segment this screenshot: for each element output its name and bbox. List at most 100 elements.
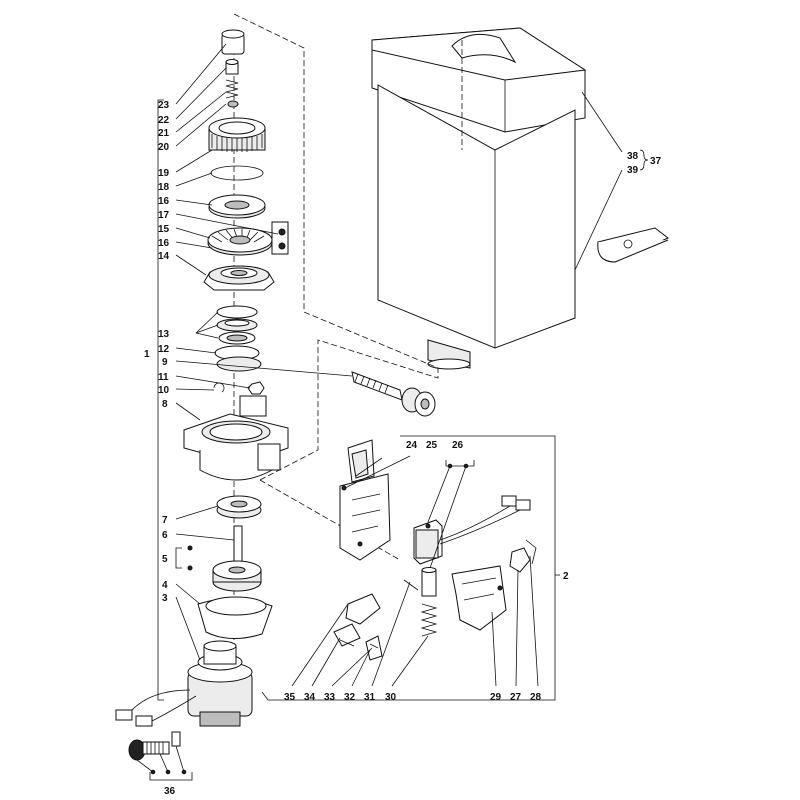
motor xyxy=(187,640,253,727)
grinder-housing xyxy=(183,395,289,481)
washer xyxy=(227,100,239,108)
label-30: 30 xyxy=(385,692,397,703)
label-38: 38 xyxy=(627,151,639,162)
cap-nut xyxy=(221,29,245,55)
label-24: 24 xyxy=(406,440,418,451)
label-32: 32 xyxy=(344,692,356,703)
leader-36c xyxy=(175,745,185,773)
label-4: 4 xyxy=(162,580,168,591)
motor-wire-a xyxy=(129,689,191,713)
plunger xyxy=(421,569,437,597)
label-25: 25 xyxy=(426,440,438,451)
solenoid-connector-b xyxy=(515,499,531,511)
grinding-burrs xyxy=(207,227,273,256)
label-9: 9 xyxy=(162,357,168,368)
dispenser-frame xyxy=(339,473,391,561)
spring-clip xyxy=(509,539,537,573)
label-6: 6 xyxy=(162,530,168,541)
grinder-assembly-boundary xyxy=(233,13,439,481)
label-3: 3 xyxy=(162,593,168,604)
solenoid-wire-a xyxy=(439,505,511,541)
thrust-washer xyxy=(216,356,262,372)
dose-funnel xyxy=(347,439,375,483)
retaining-clip xyxy=(213,382,225,393)
label-21: 21 xyxy=(158,128,170,139)
dispenser-bracket-plate xyxy=(451,565,507,631)
motor-wire-b xyxy=(149,695,197,723)
worm-gear xyxy=(351,371,436,417)
solenoid xyxy=(413,519,443,565)
connector-b xyxy=(135,715,153,727)
label-34: 34 xyxy=(304,692,316,703)
label-18: 18 xyxy=(158,182,170,193)
label-16-upper: 16 xyxy=(158,196,170,207)
drive-shaft xyxy=(233,525,243,563)
hopper-slide-gate xyxy=(597,227,669,263)
lower-burr-carrier xyxy=(203,265,275,291)
label-13: 13 xyxy=(158,329,170,340)
pin-rod xyxy=(403,579,419,591)
leader-36b xyxy=(159,753,169,773)
label-27: 27 xyxy=(510,692,522,703)
label-17: 17 xyxy=(158,210,170,221)
label-36: 36 xyxy=(164,786,176,797)
solenoid-wire-b xyxy=(439,509,521,545)
plunger-spring xyxy=(420,603,438,637)
part-labels: 23 22 21 20 19 18 16 17 15 16 14 13 12 1… xyxy=(144,100,662,797)
label-29: 29 xyxy=(490,692,502,703)
label-35: 35 xyxy=(284,692,296,703)
label-23: 23 xyxy=(158,100,170,111)
leader-36a xyxy=(136,759,154,773)
leader-25 xyxy=(344,455,411,489)
lever-linkage xyxy=(333,593,383,661)
dispenser-bracket xyxy=(261,435,556,701)
drive-gear xyxy=(212,560,262,592)
leader-26a xyxy=(427,465,451,523)
label-5: 5 xyxy=(162,554,168,565)
bracket-36 xyxy=(149,772,193,781)
hopper-lid xyxy=(371,27,587,133)
label-10: 10 xyxy=(158,385,170,396)
screw-set xyxy=(271,221,289,255)
label-16-lower: 16 xyxy=(158,238,170,249)
leader-lines-left xyxy=(175,43,353,661)
gearbox-cover xyxy=(197,596,273,639)
label-7: 7 xyxy=(162,515,168,526)
assembly-bracket-1 xyxy=(157,99,164,701)
label-15: 15 xyxy=(158,224,170,235)
label-19: 19 xyxy=(158,168,170,179)
bracket-26 xyxy=(445,460,475,467)
leader-24 xyxy=(355,457,383,477)
leader-lines-bottom xyxy=(291,555,539,687)
brace-37 xyxy=(639,149,649,171)
bearing-set xyxy=(216,305,258,345)
pin-a xyxy=(187,545,193,551)
label-31: 31 xyxy=(364,692,376,703)
lower-bearing xyxy=(216,495,262,519)
adjusting-ring xyxy=(208,117,266,152)
solenoid-connector-a xyxy=(501,495,517,507)
pin-b xyxy=(187,565,193,571)
o-ring xyxy=(210,165,264,181)
label-22: 22 xyxy=(158,115,170,126)
label-1: 1 xyxy=(144,349,150,360)
label-8: 8 xyxy=(162,399,168,410)
bracket-5 xyxy=(175,547,182,569)
upper-burr-carrier xyxy=(208,194,266,219)
leader-39 xyxy=(574,169,623,271)
leader-26b xyxy=(429,465,467,569)
label-14: 14 xyxy=(158,251,170,262)
label-39: 39 xyxy=(627,165,639,176)
adjust-pin xyxy=(225,59,239,75)
connector-a xyxy=(115,709,133,721)
hex-nut xyxy=(247,381,265,395)
label-12: 12 xyxy=(158,344,170,355)
label-20: 20 xyxy=(158,142,170,153)
adjust-knob xyxy=(128,731,181,761)
hopper-container xyxy=(377,84,576,370)
adjust-spring xyxy=(225,79,239,99)
label-26: 26 xyxy=(452,440,464,451)
label-37: 37 xyxy=(650,156,662,167)
label-2: 2 xyxy=(563,571,569,582)
